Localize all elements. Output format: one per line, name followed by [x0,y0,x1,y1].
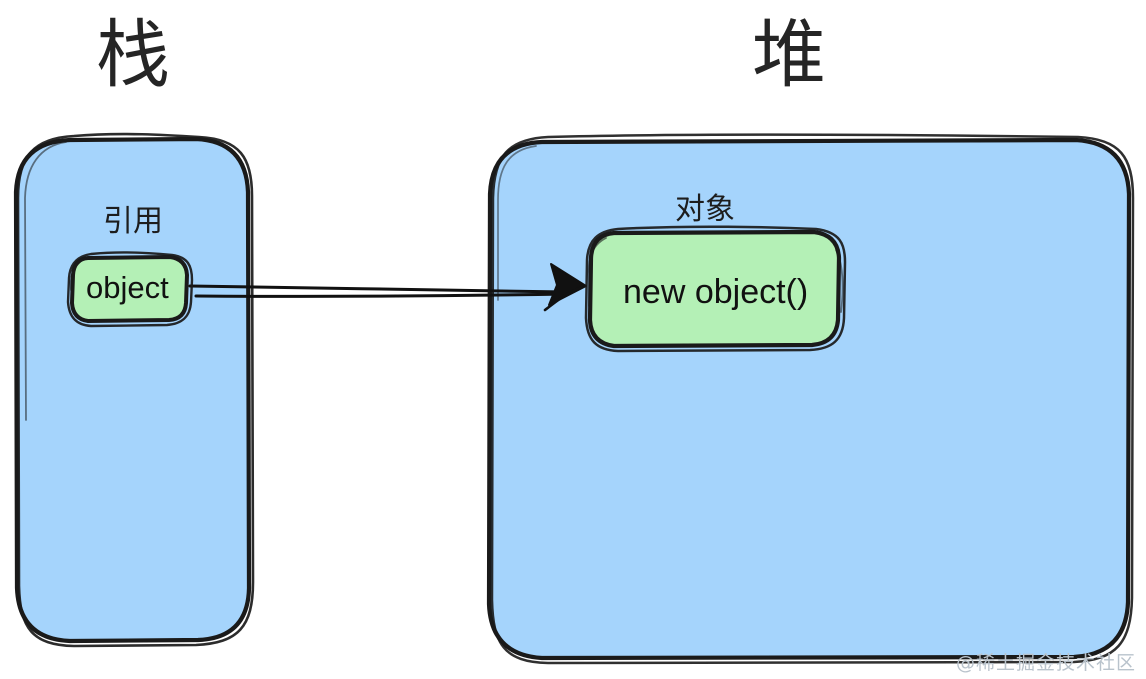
reference-connector [188,263,587,312]
arrowhead-icon [548,263,587,306]
stack-title: 栈 [96,12,170,98]
object-node [584,225,847,353]
heap-title: 堆 [752,12,826,98]
reference-node [66,251,194,328]
heap-region [486,133,1135,665]
object-node-label: 对象 [675,192,735,227]
reference-node-label: 引用 [103,204,163,239]
object-node-text: new object() [623,273,809,311]
reference-node-text: object [86,270,169,305]
watermark: @稀土掘金技术社区 [956,652,1137,674]
